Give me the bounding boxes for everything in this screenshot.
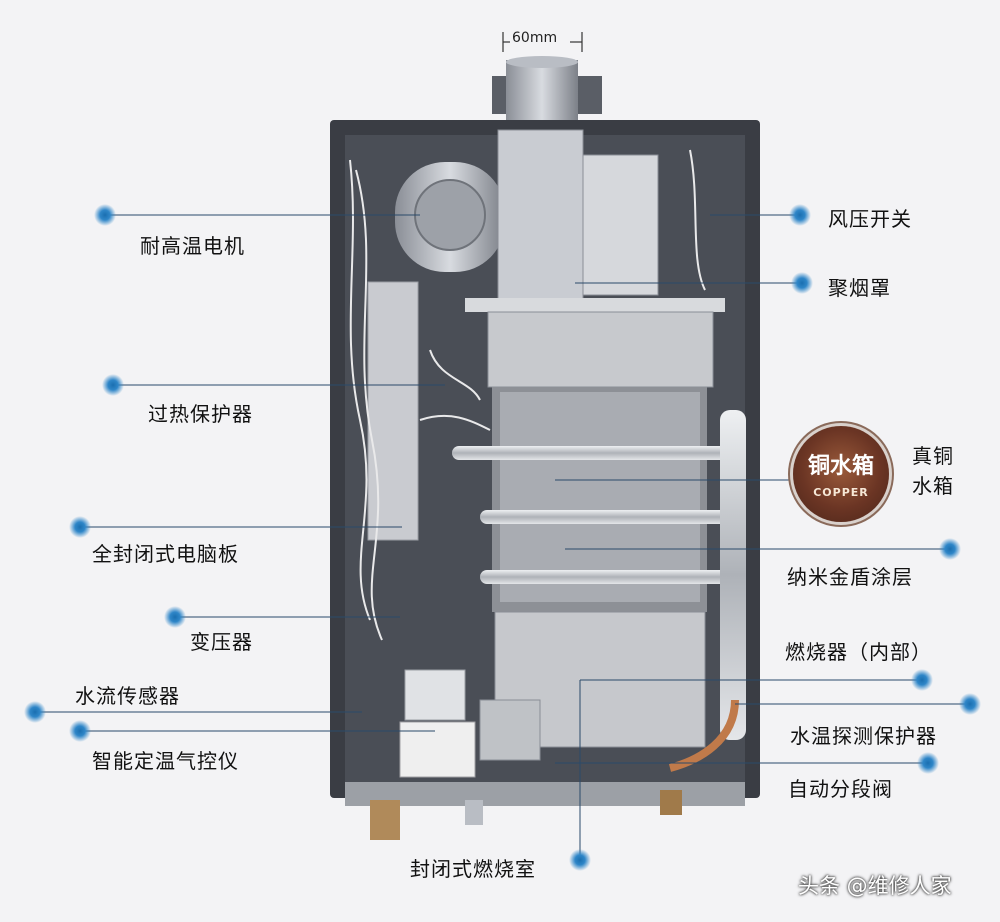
hood-body [487,311,714,388]
label-gas-valve: 智能定温气控仪 [92,749,239,773]
label-coating: 纳米金盾涂层 [787,565,913,589]
gas-valve-assembly [399,669,541,778]
label-transformer: 变压器 [190,630,253,654]
label-chamber: 封闭式燃烧室 [410,857,536,881]
leader-lines [35,214,970,860]
label-copper-2: 水箱 [912,474,954,498]
dimension-label: 60mm [512,30,558,46]
label-board: 全封闭式电脑板 [92,542,239,566]
watermark: 头条 @维修人家 [798,874,952,898]
badge-title: 铜水箱 [807,454,874,479]
heat-exchanger [452,387,746,740]
hood-plate [465,298,725,312]
label-flow-sensor: 水流传感器 [75,684,180,708]
label-temp-sensor: 水温探测保护器 [790,724,937,748]
bottom-fittings [370,790,682,840]
label-segment-valve: 自动分段阀 [788,777,893,801]
label-motor: 耐高温电机 [140,234,245,258]
wiring [349,149,706,641]
flue-pipe [492,56,602,130]
label-hood: 聚烟罩 [828,276,891,300]
label-pressure-switch: 风压开关 [828,207,912,231]
label-burner: 燃烧器（内部） [785,640,932,664]
badge-subtitle: COPPER [813,486,869,499]
label-copper-1: 真铜 [912,444,954,468]
label-overheat: 过热保护器 [148,402,253,426]
circuit-board [367,281,419,541]
copper-pipe [668,699,739,772]
dimension-marker [502,32,583,52]
callout-dots [24,204,981,871]
copper-tank-badge: 铜水箱 COPPER [793,426,889,522]
